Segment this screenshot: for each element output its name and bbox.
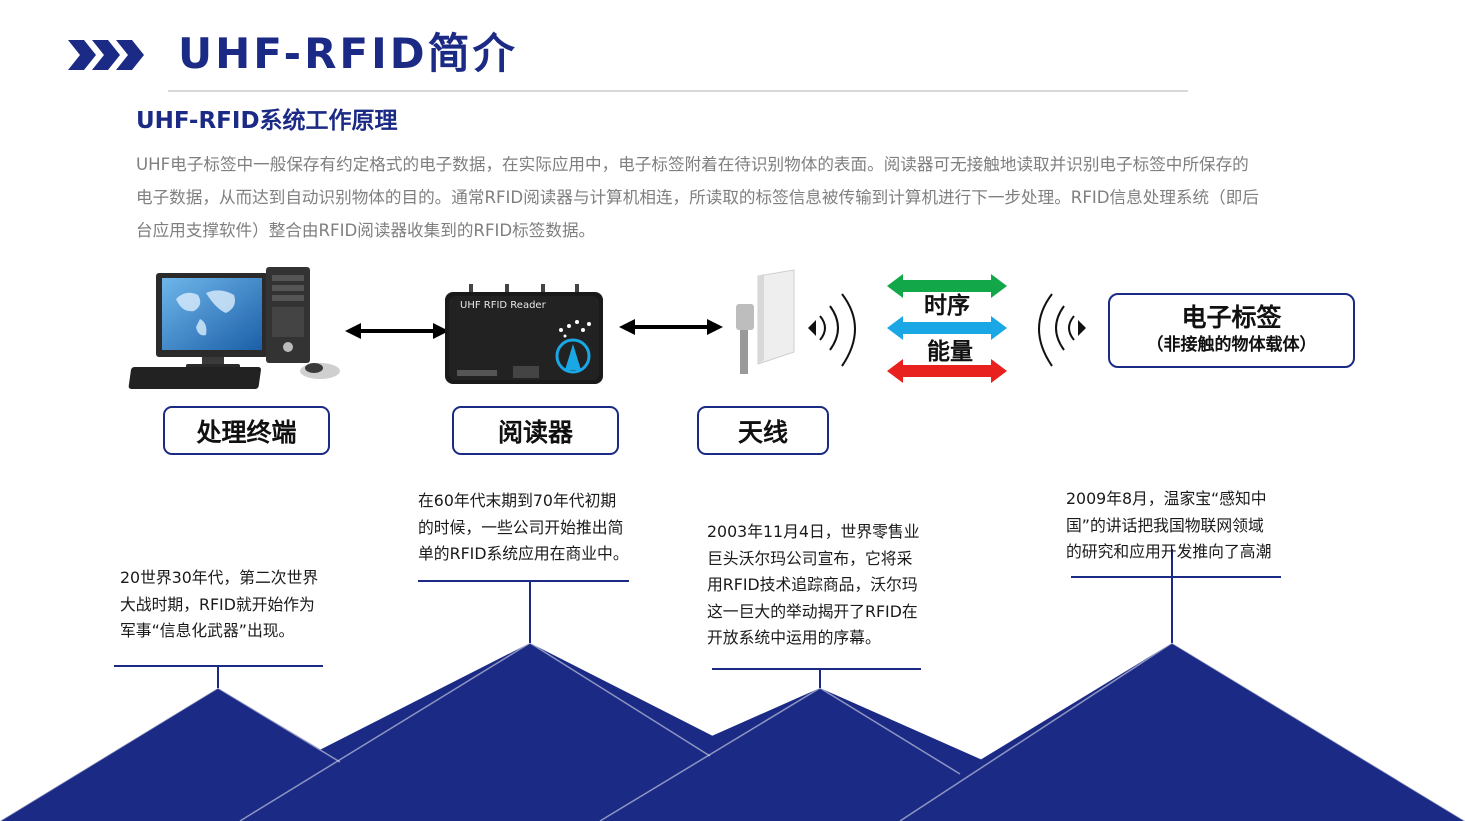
event-line: 的时候，一些公司开始推出简 [418,517,624,537]
timeline-event-1: 20世界30年代，第二次世界 大战时期，RFID就开始作为 军事“信息化武器”出… [120,565,318,645]
chevron-arrows-icon [68,40,144,70]
antenna-icon [736,269,795,374]
intro-paragraph: UHF电子标签中一般保存有约定格式的电子数据，在实际应用中，电子标签附着在待识别… [136,148,1386,247]
event-line: 大战时期，RFID就开始作为 [120,594,315,614]
terminal-label: 处理终端 [163,406,330,455]
radio-wave-icon [1038,293,1086,367]
energy-label: 能量 [927,339,973,365]
event-line: 2003年11月4日，世界零售业 [707,522,920,541]
tag-title: 电子标签 [1181,303,1282,332]
event-line: 国”的讲话把我国物联网领域 [1066,515,1264,535]
event-line: 2009年8月，温家宝“感知中 [1066,489,1267,508]
event-line: 20世界30年代，第二次世界 [120,568,319,587]
tag-subtitle: （非接触的物体载体） [1146,335,1317,355]
event-line: 军事“信息化武器”出现。 [120,621,295,640]
timeline-event-2: 在60年代末期到70年代初期 的时候，一些公司开始推出简 单的RFID系统应用在… [418,488,629,568]
event-line: 的研究和应用开发推向了高潮 [1066,542,1272,561]
page-title: UHF-RFID简介 [178,29,518,78]
timeline-event-3: 2003年11月4日，世界零售业 巨头沃尔玛公司宣布，它将采 用RFID技术追踪… [707,519,920,652]
paragraph-line: 电子数据，从而达到自动识别物体的目的。通常RFID阅读器与计算机相连，所读取的标… [136,188,1259,207]
radio-wave-icon [808,293,856,367]
reader-device-text: UHF RFID Reader [460,300,546,311]
section-subtitle: UHF-RFID系统工作原理 [136,108,398,134]
energy-arrow [887,359,1007,383]
computer-icon [128,267,340,389]
event-line: 这一巨大的举动揭开了RFID在 [707,601,918,621]
timeline-event-4: 2009年8月，温家宝“感知中 国”的讲话把我国物联网领域 的研究和应用开发推向… [1066,486,1271,566]
timing-label: 时序 [924,293,970,319]
title-divider [168,90,1188,92]
data-arrow [887,316,1007,340]
event-line: 用RFID技术追踪商品，沃尔玛 [707,575,918,594]
paragraph-line: UHF电子标签中一般保存有约定格式的电子数据，在实际应用中，电子标签附着在待识别… [136,155,1249,174]
antenna-label: 天线 [697,406,829,455]
reader-label: 阅读器 [452,406,619,455]
double-arrow [345,323,449,339]
event-line: 巨头沃尔玛公司宣布，它将采 [707,548,913,568]
double-arrow [619,319,723,335]
event-line: 在60年代末期到70年代初期 [418,491,617,510]
event-line: 开放系统中运用的序幕。 [707,628,881,647]
timing-arrow [887,274,1007,298]
electronic-tag-box: 电子标签 （非接触的物体载体） [1108,293,1355,368]
paragraph-line: 台应用支撑软件）整合由RFID阅读器收集到的RFID标签数据。 [136,221,596,240]
event-line: 单的RFID系统应用在商业中。 [418,544,629,563]
reader-device-icon [445,284,603,384]
